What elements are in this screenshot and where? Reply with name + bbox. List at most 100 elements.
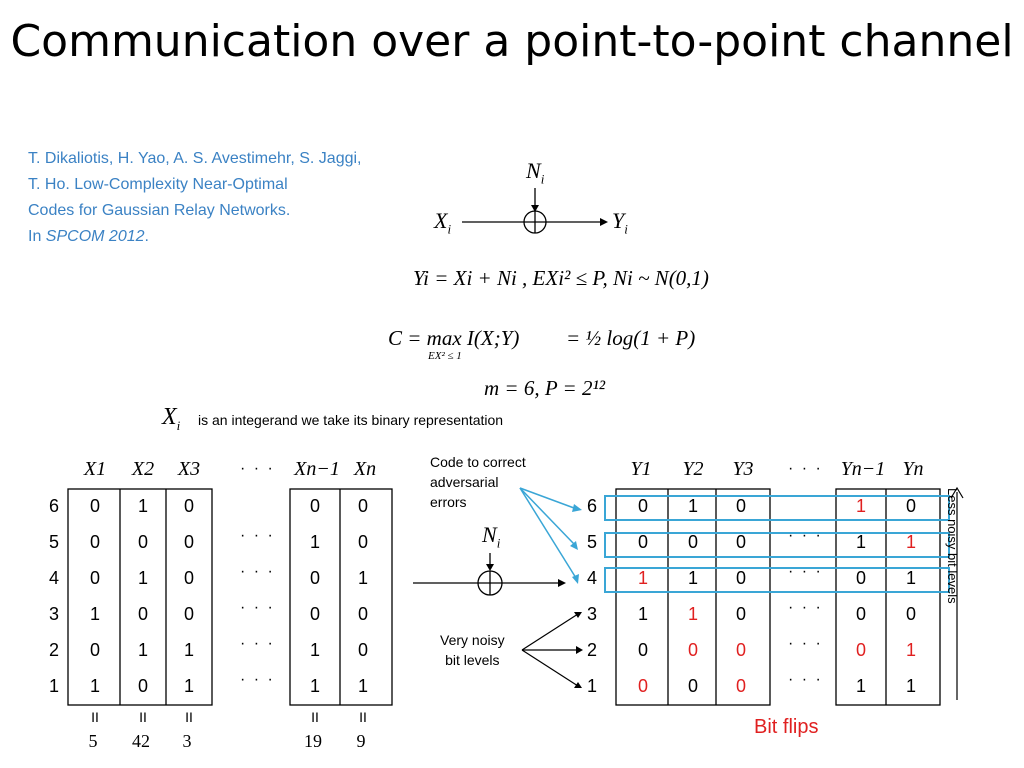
equals-sign: II bbox=[185, 709, 193, 725]
table-cell: 0 bbox=[137, 604, 148, 624]
table-cell: 0 bbox=[357, 496, 368, 516]
right-header: Yn−1 bbox=[840, 458, 886, 480]
ellipsis: · · · bbox=[240, 527, 275, 544]
table-cell: 1 bbox=[309, 676, 320, 696]
right-header: Y3 bbox=[732, 458, 754, 480]
code-note: Code to correct adversarial errors bbox=[430, 454, 526, 510]
table-cell: 1 bbox=[905, 568, 916, 588]
equation-parameters: m = 6, P = 2¹² bbox=[484, 376, 606, 400]
row-label: 3 bbox=[586, 604, 597, 624]
highlight-row-6 bbox=[604, 495, 950, 521]
row-label: 4 bbox=[586, 568, 597, 588]
ellipsis: · · · bbox=[240, 460, 275, 477]
table-cell: 0 bbox=[357, 532, 368, 552]
table-cell: 0 bbox=[855, 604, 866, 624]
decimal-value: 9 bbox=[356, 731, 366, 751]
table-cell: 0 bbox=[687, 640, 698, 660]
table-cell: 0 bbox=[357, 640, 368, 660]
row-label: 1 bbox=[48, 676, 59, 696]
table-cell: 0 bbox=[735, 496, 746, 516]
capacity-constraint: EX² ≤ 1 bbox=[428, 350, 462, 362]
citation-line: T. Ho. Low-Complexity Near-Optimal bbox=[28, 176, 288, 193]
table-cell: 0 bbox=[89, 532, 100, 552]
table-cell: 1 bbox=[855, 496, 866, 516]
citation-line: In SPCOM 2012. bbox=[28, 228, 149, 245]
table-cell: 1 bbox=[357, 568, 368, 588]
table-cell: 1 bbox=[855, 532, 866, 552]
equals-sign: II bbox=[359, 709, 367, 725]
row-label: 4 bbox=[48, 568, 59, 588]
ellipsis: · · · bbox=[788, 671, 823, 688]
less-noisy-label: Less noisy bit levels bbox=[945, 488, 960, 604]
citation-venue: SPCOM 2012 bbox=[45, 228, 145, 245]
ellipsis: · · · bbox=[788, 599, 823, 616]
table-cell: 0 bbox=[357, 604, 368, 624]
table-cell: 0 bbox=[637, 532, 648, 552]
ellipsis: · · · bbox=[240, 563, 275, 580]
table-cell: 0 bbox=[137, 676, 148, 696]
xi-note: is an integerand we take its binary repr… bbox=[198, 412, 504, 428]
row-label: 3 bbox=[48, 604, 59, 624]
decimal-value: 5 bbox=[88, 731, 98, 751]
table-cell: 1 bbox=[89, 604, 100, 624]
ellipsis: · · · bbox=[788, 460, 823, 477]
table-cell: 0 bbox=[637, 676, 648, 696]
decimal-value: 3 bbox=[182, 731, 192, 751]
table-cell: 1 bbox=[855, 676, 866, 696]
table-cell: 1 bbox=[687, 496, 698, 516]
table-cell: 0 bbox=[855, 640, 866, 660]
table-cell: 1 bbox=[137, 640, 148, 660]
highlight-row-5 bbox=[604, 532, 950, 558]
input-label: Xi bbox=[434, 208, 452, 237]
table-cell: 1 bbox=[637, 604, 648, 624]
row-label: 6 bbox=[586, 496, 597, 516]
left-header: Xn−1 bbox=[294, 458, 340, 480]
left-header: X2 bbox=[131, 458, 155, 480]
table-cell: 0 bbox=[735, 568, 746, 588]
table-cell: 1 bbox=[183, 676, 194, 696]
table-cell: 0 bbox=[735, 532, 746, 552]
table-cell: 0 bbox=[183, 568, 194, 588]
table-cell: 1 bbox=[357, 676, 368, 696]
table-cell: 0 bbox=[309, 496, 320, 516]
table-cell: 0 bbox=[905, 604, 916, 624]
left-header: X3 bbox=[177, 458, 201, 480]
highlight-row-4 bbox=[604, 567, 950, 593]
table-cell: 0 bbox=[735, 676, 746, 696]
table-cell: 1 bbox=[905, 676, 916, 696]
table-cell: 1 bbox=[687, 568, 698, 588]
table-cell: 0 bbox=[637, 496, 648, 516]
table-cell: 0 bbox=[89, 640, 100, 660]
equals-sign: II bbox=[91, 709, 99, 725]
xi-symbol: Xi bbox=[162, 404, 181, 433]
row-label: 5 bbox=[48, 532, 59, 552]
right-header: Y1 bbox=[630, 458, 652, 480]
right-header: Yn bbox=[902, 458, 924, 480]
ellipsis: · · · bbox=[240, 635, 275, 652]
noise-label-lower: Ni bbox=[482, 522, 501, 551]
ellipsis: · · · bbox=[240, 599, 275, 616]
citation: T. Dikaliotis, H. Yao, A. S. Avestimehr,… bbox=[28, 146, 468, 250]
equals-sign: II bbox=[311, 709, 319, 725]
table-cell: 0 bbox=[905, 496, 916, 516]
table-cell: 0 bbox=[183, 604, 194, 624]
decimal-value: 19 bbox=[304, 731, 322, 751]
table-cell: 1 bbox=[637, 568, 648, 588]
equation-channel: Yi = Xi + Ni , EXi² ≤ P, Ni ~ N(0,1) bbox=[413, 266, 709, 290]
table-cell: 0 bbox=[687, 532, 698, 552]
table-cell: 0 bbox=[309, 604, 320, 624]
table-cell: 0 bbox=[735, 640, 746, 660]
decimal-value: 42 bbox=[132, 731, 150, 751]
citation-line: Codes for Gaussian Relay Networks. bbox=[28, 202, 291, 219]
left-header: Xn bbox=[353, 458, 377, 480]
ellipsis: · · · bbox=[788, 527, 823, 544]
row-label: 2 bbox=[48, 640, 59, 660]
table-cell: 0 bbox=[137, 532, 148, 552]
table-cell: 1 bbox=[309, 532, 320, 552]
table-cell: 1 bbox=[309, 640, 320, 660]
table-cell: 1 bbox=[183, 640, 194, 660]
table-cell: 1 bbox=[137, 496, 148, 516]
bit-flips-label: Bit flips bbox=[754, 716, 819, 738]
table-cell: 0 bbox=[855, 568, 866, 588]
